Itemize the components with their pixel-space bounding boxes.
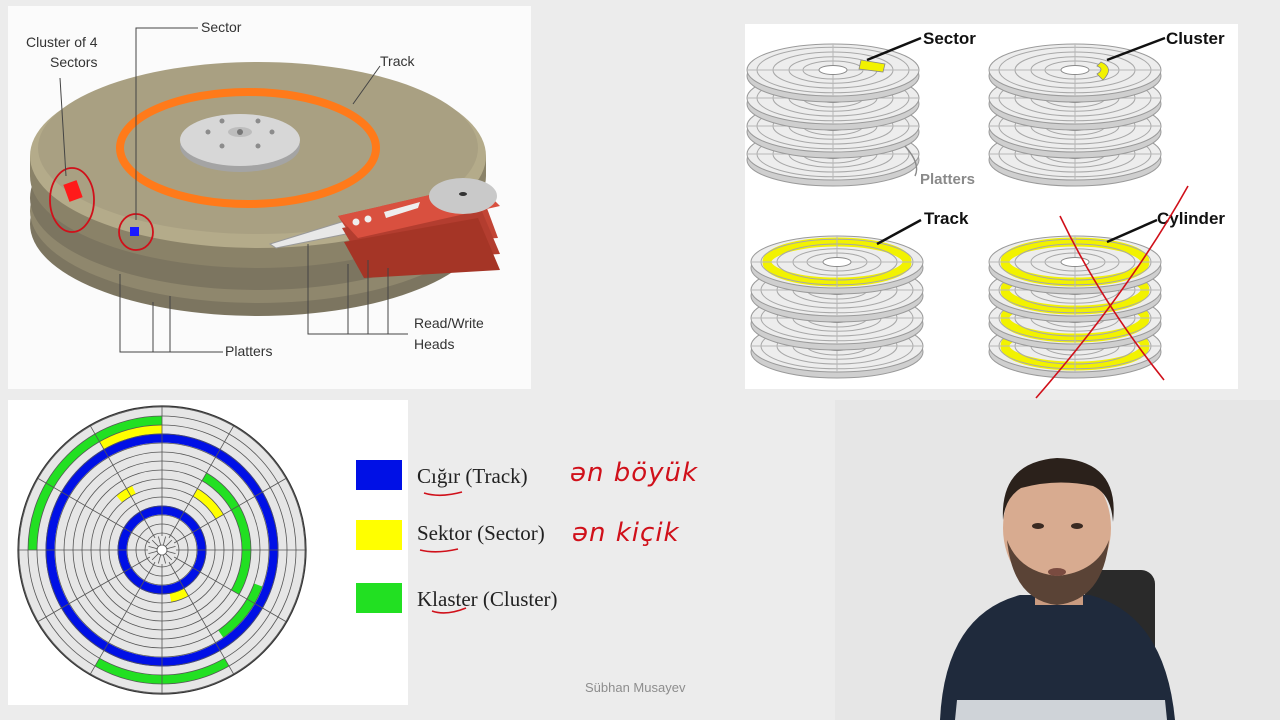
cluster-stack [989,44,1161,186]
presenter-webcam [835,400,1280,720]
sector-stack [747,44,919,186]
hdd-diagram-panel: Cluster of 4 Sectors Sector Track Read/W… [8,6,531,389]
sector-handwritten-note: ən kiçik [572,518,680,548]
sector-label: Sector [201,19,241,35]
sector-mark [130,227,139,236]
cluster-sectors-label: Sectors [50,54,97,70]
sector-label: Sector [923,29,976,49]
underline-annotations [410,480,480,620]
cluster-of-4-label: Cluster of 4 [26,34,98,50]
platters-label: Platters [225,343,272,359]
platters-label: Platters [920,171,975,188]
read-write-label: Read/Write [414,315,484,331]
legend-track-swatch [356,460,402,490]
track-stack [751,236,923,378]
track-handwritten-note: ən böyük [570,458,698,488]
cluster-label: Cluster [1166,29,1225,49]
disk-track-sector-diagram [8,400,408,705]
cylinder-cross-annotation [1020,180,1200,405]
legend-cluster-swatch [356,583,402,613]
presenter-figure [835,400,1280,720]
track-label: Track [380,53,414,69]
disk-layout-panel [8,400,408,705]
track-label: Track [924,209,968,229]
legend-sector-swatch [356,520,402,550]
spindle-hub [180,114,300,166]
watermark: Sübhan Musayev [585,680,685,695]
disk-center [157,545,167,555]
heads-label: Heads [414,336,454,352]
